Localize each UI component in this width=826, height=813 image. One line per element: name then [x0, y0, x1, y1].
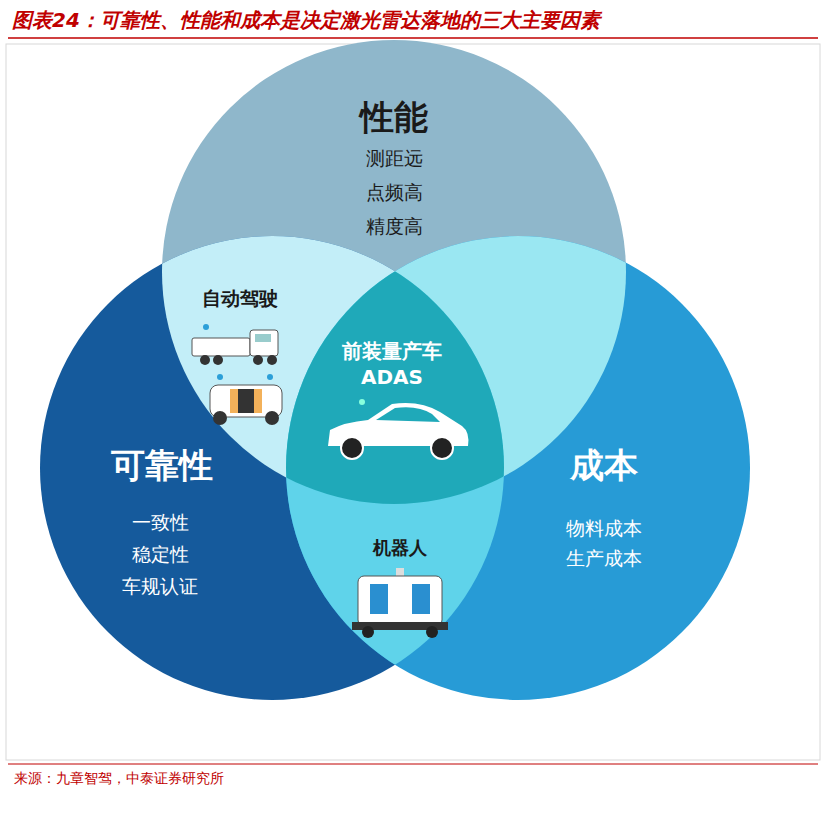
- source-note: 来源：九章智驾，中泰证券研究所: [14, 770, 224, 786]
- circle-heading: 性能: [360, 98, 428, 137]
- circle-item: 生产成本: [566, 548, 642, 570]
- circle-item: 物料成本: [566, 518, 642, 540]
- circle-item: 一致性: [132, 512, 189, 534]
- region-label: 自动驾驶: [202, 288, 278, 310]
- region-label: ADAS: [361, 366, 423, 389]
- figure-title: 图表24：可靠性、性能和成本是决定激光雷达落地的三大主要因素: [12, 9, 600, 32]
- circle-item: 测距远: [366, 148, 423, 170]
- region-label: 前装量产车: [342, 340, 442, 363]
- circle-item: 稳定性: [132, 544, 189, 566]
- region-label: 机器人: [373, 538, 427, 559]
- venn-circle: 成本物料成本生产成本: [286, 236, 750, 700]
- venn-circle: 性能测距远点频高精度高: [162, 40, 626, 504]
- circle-item: 点频高: [366, 182, 423, 204]
- circle-heading: 可靠性: [111, 446, 213, 485]
- circle-heading: 成本: [570, 446, 638, 485]
- circle-item: 车规认证: [122, 576, 198, 598]
- circle-item: 精度高: [366, 216, 423, 238]
